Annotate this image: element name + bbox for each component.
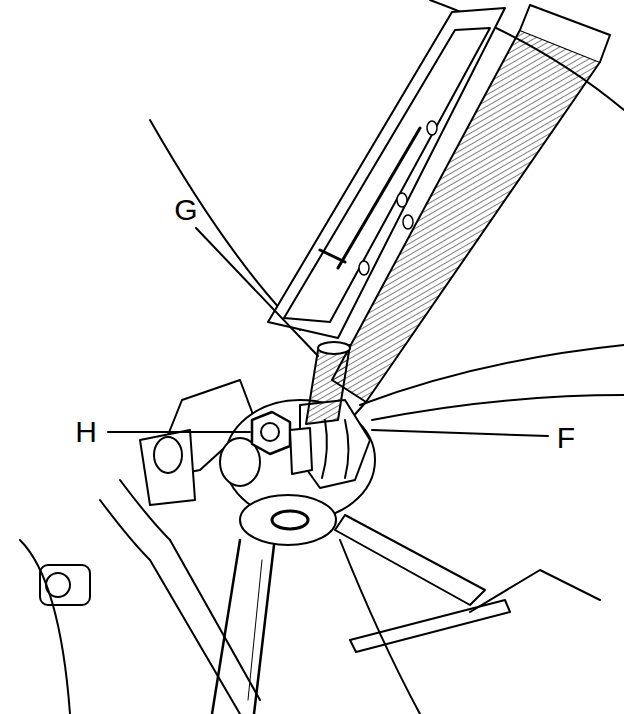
bracket-block [140, 430, 195, 505]
rail-holes [359, 121, 437, 275]
lock-nut [261, 423, 279, 441]
frame-curve [150, 120, 300, 330]
rod-shade [248, 560, 262, 700]
brace [335, 515, 485, 605]
lock-nut [252, 412, 290, 454]
adjuster-bolt [318, 342, 350, 354]
brace [470, 570, 600, 612]
brace [350, 600, 510, 652]
clamp-lower [240, 495, 336, 545]
part-letter: F [557, 423, 575, 453]
rail-tube-end [520, 5, 610, 62]
frame-line [340, 540, 420, 714]
frame-curve [372, 395, 624, 420]
frame-line [120, 480, 260, 700]
leader-line [108, 431, 250, 433]
clamp-jaw [322, 420, 349, 478]
frame-line [20, 540, 70, 714]
leader-line [196, 228, 318, 356]
rail-tube [332, 30, 600, 402]
leader-line [372, 430, 548, 436]
rod [212, 540, 274, 714]
rail-edge [320, 250, 345, 262]
part-letter: G [174, 195, 197, 225]
bolt-shank [290, 428, 312, 474]
clamp-hole [272, 511, 308, 529]
frame-line [100, 500, 240, 714]
part-letter: H [75, 417, 97, 447]
bracket-hole [154, 437, 182, 473]
adjuster-bolt [306, 345, 350, 424]
